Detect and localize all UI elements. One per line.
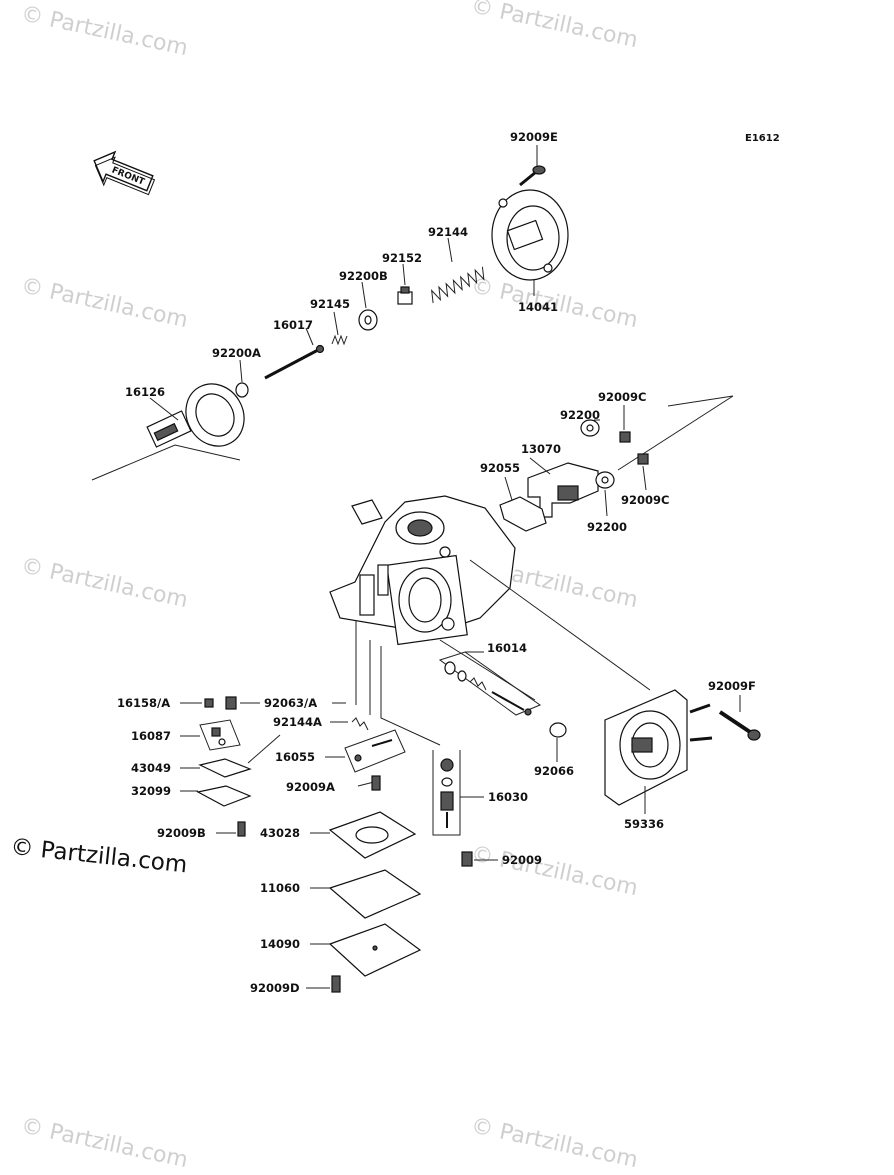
watermark: © Partzilla.com xyxy=(469,841,640,901)
fuel-pump-59336 xyxy=(604,689,713,806)
part-label[interactable]: 16055 xyxy=(275,750,315,764)
screw-92009B xyxy=(237,821,246,837)
part-label[interactable]: 92066 xyxy=(534,764,574,778)
watermark: © Partzilla.com xyxy=(19,1113,190,1170)
part-label[interactable]: 11060 xyxy=(260,881,300,895)
cover-14041 xyxy=(491,189,569,281)
part-label[interactable]: 92009 xyxy=(502,853,542,867)
spring-92144A xyxy=(351,717,369,731)
plug-92066 xyxy=(549,722,567,738)
leader-line xyxy=(642,465,647,491)
spring-92144 xyxy=(430,266,485,304)
fitting-92152 xyxy=(397,286,413,305)
part-label[interactable]: 92200A xyxy=(212,346,261,360)
screw-92009C-upper xyxy=(619,431,631,443)
screw-92009E xyxy=(519,165,546,187)
leader-line xyxy=(247,734,281,764)
leader-line xyxy=(149,397,179,421)
part-label[interactable]: 16126 xyxy=(125,385,165,399)
watermark: © Partzilla.com xyxy=(469,1113,640,1170)
part-label[interactable]: 59336 xyxy=(624,817,664,831)
bolt-92009F xyxy=(718,710,761,741)
part-label[interactable]: 14090 xyxy=(260,937,300,951)
cover-14090 xyxy=(328,923,422,977)
bracket-13070 xyxy=(527,462,599,518)
jet-kit-16014 xyxy=(438,651,542,716)
part-label[interactable]: 92152 xyxy=(382,251,422,265)
part-label[interactable]: 92009C xyxy=(598,390,646,404)
leader-line xyxy=(604,489,608,517)
leader-line xyxy=(380,646,441,746)
part-92063A xyxy=(225,696,237,710)
gasket-43049 xyxy=(198,758,252,778)
part-label[interactable]: 92009E xyxy=(510,130,558,144)
part-label[interactable]: 92009D xyxy=(250,981,300,995)
part-label[interactable]: 16087 xyxy=(131,729,171,743)
watermark: © Partzilla.com xyxy=(19,1,190,61)
diagram-code: E1612 xyxy=(745,133,780,144)
leader-line xyxy=(402,263,406,286)
leader-line xyxy=(447,237,453,263)
part-label[interactable]: 16030 xyxy=(488,790,528,804)
leader-line xyxy=(469,559,651,691)
part-label[interactable]: 92009B xyxy=(157,826,206,840)
kit-16055 xyxy=(344,729,406,773)
part-label[interactable]: 92144A xyxy=(273,715,322,729)
leader-line xyxy=(361,281,367,309)
rod-16017 xyxy=(264,348,319,380)
part-label[interactable]: 16017 xyxy=(273,318,313,332)
washer-92200A xyxy=(235,382,249,398)
gasket-11060 xyxy=(328,869,422,919)
front-arrow-icon: FRONT xyxy=(93,150,156,196)
watermark: © Partzilla.com xyxy=(19,553,190,613)
screw-92009D xyxy=(331,975,341,993)
watermark: © Partzilla.com xyxy=(469,0,640,53)
part-label[interactable]: 14041 xyxy=(518,300,558,314)
part-label[interactable]: 16014 xyxy=(487,641,527,655)
part-label[interactable]: 32099 xyxy=(131,784,171,798)
part-label[interactable]: 92063/A xyxy=(264,696,317,710)
diaphragm-16126 xyxy=(146,383,245,448)
plate-32099 xyxy=(196,785,252,807)
part-label[interactable]: 13070 xyxy=(521,442,561,456)
assembly-guide-line xyxy=(91,444,241,481)
screw-92009C-lower xyxy=(637,453,649,465)
part-16158A xyxy=(204,698,214,708)
part-label[interactable]: 92009F xyxy=(708,679,756,693)
part-label[interactable]: 92200 xyxy=(587,520,627,534)
part-label[interactable]: 92009C xyxy=(621,493,669,507)
part-label[interactable]: 43049 xyxy=(131,761,171,775)
part-label[interactable]: 92009A xyxy=(286,780,335,794)
screw-92009A xyxy=(371,775,381,791)
part-label[interactable]: 92145 xyxy=(310,297,350,311)
part-label[interactable]: 92200B xyxy=(339,269,388,283)
screw-92009 xyxy=(461,851,473,867)
leader-line xyxy=(305,327,314,346)
part-label[interactable]: 43028 xyxy=(260,826,300,840)
part-label[interactable]: 92200 xyxy=(560,408,600,422)
kit-16087 xyxy=(199,719,241,751)
part-label[interactable]: 16158/A xyxy=(117,696,170,710)
leader-line xyxy=(529,457,551,475)
leader-line xyxy=(504,476,513,501)
leader-line xyxy=(357,781,375,787)
carburetor-body xyxy=(329,495,516,646)
leader-line xyxy=(239,359,243,383)
leader-line xyxy=(333,311,339,336)
assembly-guide-line xyxy=(617,395,734,471)
spring-92145 xyxy=(331,334,348,346)
gasket-92055 xyxy=(499,496,547,532)
part-label[interactable]: 92144 xyxy=(428,225,468,239)
part-label[interactable]: 92055 xyxy=(480,461,520,475)
jet-kit-16030 xyxy=(432,750,461,836)
watermark: © Partzilla.com xyxy=(19,273,190,333)
diaphragm-43028 xyxy=(328,811,417,859)
